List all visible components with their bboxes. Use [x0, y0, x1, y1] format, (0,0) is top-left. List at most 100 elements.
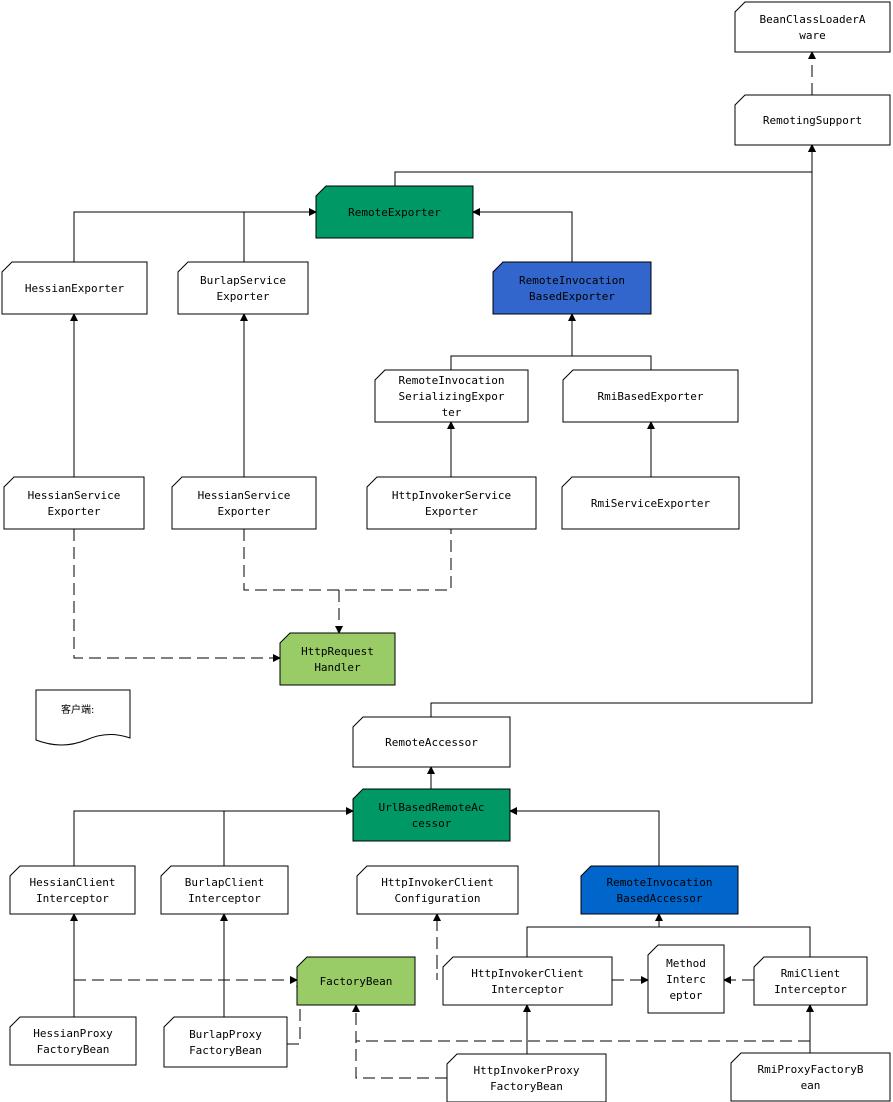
node-box	[352, 788, 511, 842]
node-label-line: BurlapService	[200, 274, 286, 287]
inheritance-connector	[509, 807, 660, 866]
node-label-line: FactoryBean	[490, 1080, 563, 1093]
inheritance-connector	[526, 926, 811, 957]
node-label-line: cessor	[412, 817, 452, 830]
node-label-line: RmiClient	[781, 967, 841, 980]
inheritance-connector	[394, 144, 816, 186]
note-label: 客户端:	[61, 703, 94, 716]
node-box	[374, 369, 529, 423]
node-box	[734, 1, 891, 53]
node-label-line: RemoteAccessor	[385, 736, 478, 749]
node-box	[9, 865, 136, 915]
node-box	[366, 476, 537, 530]
node-label-line: Exporter	[425, 505, 478, 518]
node-box	[160, 865, 289, 915]
connectors	[70, 51, 816, 1079]
node-label-line: HttpInvokerClient	[381, 876, 494, 889]
node-label-line: Method	[666, 957, 706, 970]
note-shape	[35, 689, 131, 746]
node-box	[1, 261, 148, 315]
node-label-line: BurlapClient	[185, 876, 264, 889]
node-label-line: BeanClassLoaderA	[760, 13, 866, 26]
node-label-line: HessianClient	[29, 876, 115, 889]
node-box	[296, 956, 416, 1006]
node-label-line: RmiBasedExporter	[598, 390, 704, 403]
node-box	[730, 1052, 891, 1102]
node-label-line: RemoteExporter	[348, 206, 441, 219]
node-box	[647, 944, 725, 1014]
node-box	[734, 94, 891, 146]
node-factory-bean: FactoryBean	[296, 956, 416, 1006]
node-label-line: HessianExporter	[25, 282, 125, 295]
node-label-line: Exporter	[217, 290, 270, 303]
dependency-connector	[243, 529, 452, 591]
node-box	[177, 261, 309, 315]
node-box	[492, 261, 652, 315]
node-label-line: HessianService	[28, 489, 121, 502]
node-label-line: Handler	[314, 661, 361, 674]
dependency-connector	[352, 1004, 447, 1079]
node-box	[446, 1053, 607, 1102]
node-label-line: FactoryBean	[37, 1043, 110, 1056]
node-label-line: Interc	[666, 973, 706, 986]
node-label-line: RemotingSupport	[763, 114, 862, 127]
inheritance-connector	[450, 355, 652, 370]
node-label-line: HessianProxy	[33, 1027, 113, 1040]
node-label-line: RemoteInvocation	[519, 274, 625, 287]
node-label-line: RemoteInvocation	[607, 876, 713, 889]
node-label-line: ter	[442, 406, 462, 419]
node-label-line: ean	[801, 1079, 821, 1092]
node-box	[163, 1016, 288, 1068]
node-box	[753, 956, 868, 1006]
inheritance-connector	[73, 208, 317, 262]
client-note: 客户端:	[35, 689, 131, 746]
node-label-line: BasedExporter	[529, 290, 615, 303]
node-label-line: RmiProxyFactoryB	[758, 1063, 864, 1076]
inheritance-connector	[73, 807, 354, 866]
node-remote-exporter: RemoteExporter	[315, 185, 474, 239]
node-rmi-based-exporter: RmiBasedExporter	[562, 369, 739, 423]
node-label-line: HttpRequest	[301, 645, 374, 658]
node-remoting-support: RemotingSupport	[734, 94, 891, 146]
node-bean-class-loader-aware: BeanClassLoaderA ware	[734, 1, 891, 53]
node-label-line: ware	[799, 29, 826, 42]
node-label-line: eptor	[669, 989, 702, 1002]
node-label-line: Interceptor	[188, 892, 261, 905]
node-label-line: BurlapProxy	[189, 1028, 262, 1041]
node-label-line: UrlBasedRemoteAc	[379, 801, 485, 814]
node-label-line: HttpInvokerClient	[471, 967, 584, 980]
node-box	[171, 476, 317, 530]
node-box	[9, 1016, 137, 1066]
node-box	[561, 476, 740, 530]
node-label-line: Interceptor	[491, 983, 564, 996]
node-rmi-proxy-factory-bean: RmiProxyFactoryB ean	[730, 1052, 891, 1102]
node-rmi-service-exporter: RmiServiceExporter	[561, 476, 740, 530]
node-label-line: Interceptor	[774, 983, 847, 996]
node-box	[3, 476, 145, 530]
node-url-based-remote-accessor: UrlBasedRemoteAc cessor	[352, 788, 511, 842]
node-box	[580, 865, 739, 915]
node-box	[279, 632, 396, 686]
node-label-line: Exporter	[218, 505, 271, 518]
node-label-line: RemoteInvocation	[399, 374, 505, 387]
inheritance-connector	[430, 144, 816, 717]
node-label-line: FactoryBean	[320, 975, 393, 988]
node-label-line: BasedAccessor	[616, 892, 702, 905]
node-label-line: Exporter	[48, 505, 101, 518]
